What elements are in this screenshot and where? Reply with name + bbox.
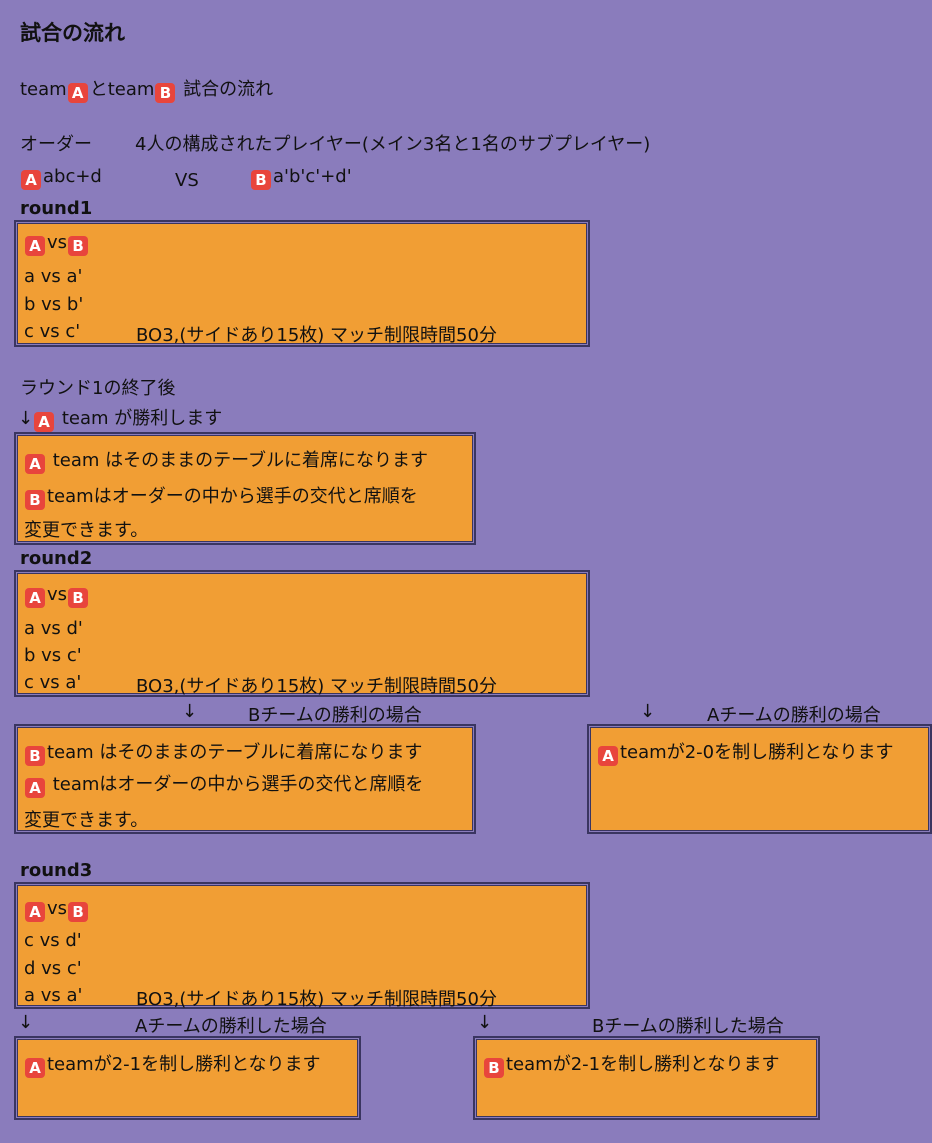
team-b-badge-icon: B — [68, 588, 89, 608]
round1-winner-line: ↓A team が勝利します — [18, 404, 222, 432]
round2-label: round2 — [20, 548, 93, 569]
branch3-a-label: Aチームの勝利した場合 — [135, 1016, 327, 1037]
branch3-b-label: Bチームの勝利した場合 — [592, 1016, 784, 1037]
round1-match-3: c vs c' — [24, 321, 81, 342]
intro-title-text: 試合の流れ — [177, 79, 274, 100]
team-a-badge-icon: A — [25, 778, 45, 798]
team-b-badge-icon: B — [25, 746, 45, 766]
team-b-badge-icon: B — [68, 902, 89, 922]
down-arrow-icon: ↓ — [18, 408, 34, 429]
after-round1-text: ラウンド1の終了後 — [20, 378, 176, 399]
round3-vs-text: vs — [47, 898, 68, 919]
note1-line-1: A team はそのままのテーブルに着席になります — [24, 446, 428, 474]
round2-match-3: c vs a' — [24, 672, 82, 693]
order-vs: VS — [175, 170, 199, 191]
round3-rule: BO3,(サイドあり15枚) マッチ制限時間50分 — [136, 989, 497, 1010]
branch2-a-label: Aチームの勝利の場合 — [707, 705, 881, 726]
round1-label: round1 — [20, 198, 93, 219]
round1-rule: BO3,(サイドあり15枚) マッチ制限時間50分 — [136, 325, 497, 346]
order-team-a-members: abc+d — [43, 166, 102, 187]
round2-match-1: a vs d' — [24, 618, 83, 639]
note2b-line-2-text: teamはオーダーの中から選手の交代と席順を — [47, 774, 424, 795]
round2-vs-text: vs — [47, 584, 68, 605]
note2a-line-1-text: teamが2-0を制し勝利となります — [620, 742, 894, 763]
team-b-badge-icon: B — [484, 1058, 504, 1078]
team-a-badge-icon: A — [25, 236, 45, 256]
team-a-badge-icon: A — [598, 746, 618, 766]
intro-team-text: team — [20, 79, 67, 100]
down-arrow-icon: ↓ — [182, 701, 198, 722]
intro-and-team-text: とteam — [89, 79, 155, 100]
note2b-line-1-text: team はそのままのテーブルに着席になります — [47, 742, 423, 763]
team-a-badge-icon: A — [34, 412, 55, 432]
team-a-badge-icon: A — [25, 1058, 45, 1078]
team-b-badge-icon: B — [25, 490, 45, 510]
team-a-badge-icon: A — [25, 454, 45, 474]
down-arrow-icon: ↓ — [18, 1012, 34, 1033]
team-a-badge-icon: A — [25, 902, 45, 922]
order-label: オーダー — [20, 134, 92, 155]
team-a-badge-icon: A — [21, 170, 41, 190]
result3a-line-1-text: teamが2-1を制し勝利となります — [47, 1054, 321, 1075]
branch2-b-label: Bチームの勝利の場合 — [248, 705, 422, 726]
round3-match-2: d vs c' — [24, 958, 82, 979]
team-a-badge-icon: A — [25, 588, 45, 608]
note2b-line-2: A teamはオーダーの中から選手の交代と席順を — [24, 770, 423, 798]
team-b-badge-icon: B — [155, 83, 176, 103]
note1-line-3: 変更できます。 — [24, 520, 149, 541]
round1-match-1: a vs a' — [24, 266, 83, 287]
order-team-b-members: a'b'c'+d' — [273, 166, 352, 187]
team-a-badge-icon: A — [67, 83, 88, 103]
page-title: 試合の流れ — [20, 21, 125, 45]
round3-label: round3 — [20, 860, 93, 881]
note1-line-2-text: teamはオーダーの中から選手の交代と席順を — [47, 486, 418, 507]
note2b-line-3: 変更できます。 — [24, 810, 149, 831]
down-arrow-icon: ↓ — [477, 1012, 493, 1033]
round2-match-2: b vs c' — [24, 645, 82, 666]
round3-match-1: c vs d' — [24, 930, 82, 951]
round3-match-3: a vs a' — [24, 985, 83, 1006]
team-b-badge-icon: B — [251, 170, 271, 190]
down-arrow-icon: ↓ — [640, 701, 656, 722]
order-description: 4人の構成されたプレイヤー(メイン3名と1名のサブプレイヤー) — [135, 134, 651, 155]
result3b-line-1-text: teamが2-1を制し勝利となります — [506, 1054, 780, 1075]
round1-vs-text: vs — [47, 232, 68, 253]
round1-winner-text: team が勝利します — [56, 408, 223, 429]
team-b-badge-icon: B — [68, 236, 89, 256]
note1-line-1-text: team はそのままのテーブルに着席になります — [47, 450, 429, 471]
round2-rule: BO3,(サイドあり15枚) マッチ制限時間50分 — [136, 676, 497, 697]
round1-match-2: b vs b' — [24, 294, 84, 315]
